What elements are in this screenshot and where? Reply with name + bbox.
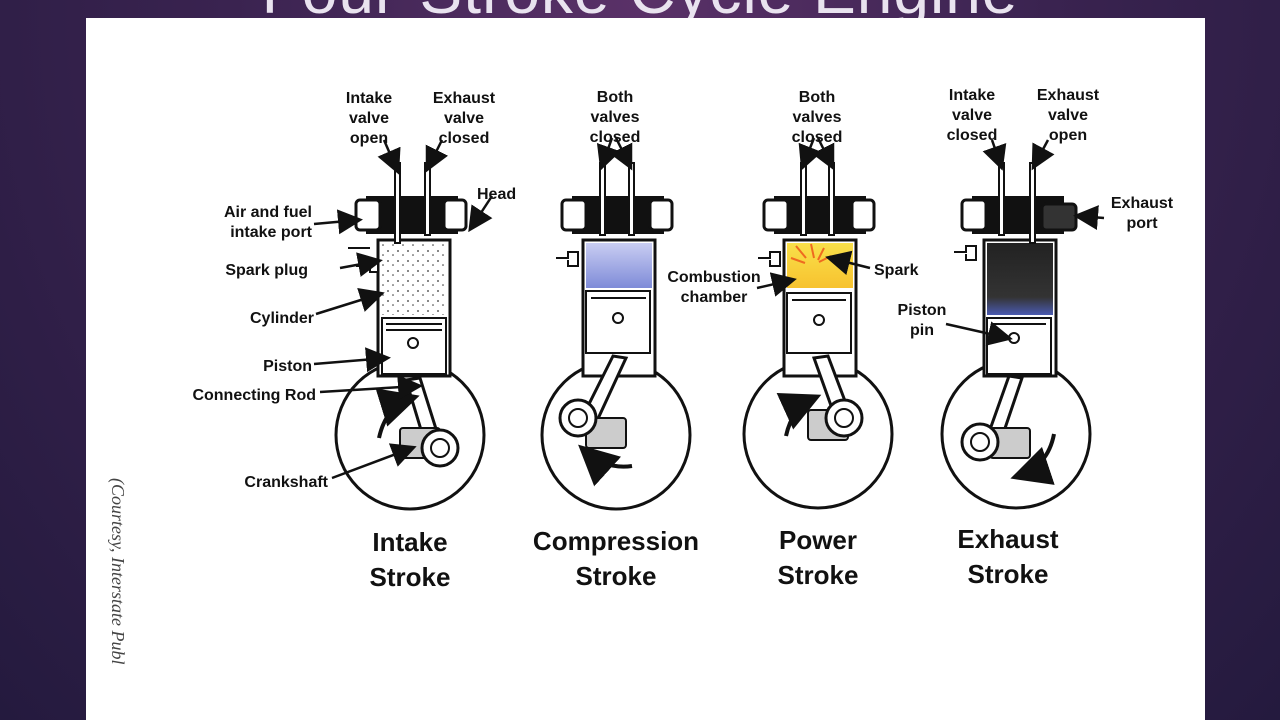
label-connecting-rod: Connecting Rod [192, 387, 316, 404]
stroke-title-exhaust-2: Stroke [968, 559, 1049, 589]
label-exhaust-valve-open-2: valve [1048, 107, 1088, 124]
label-spark-plug: Spark plug [225, 262, 308, 279]
label-piston: Piston [263, 358, 312, 375]
label-both-valves-closed-1b: valves [591, 109, 640, 126]
label-both-valves-closed-2b: valves [793, 109, 842, 126]
label-both-valves-closed-2: Both [799, 89, 835, 106]
stroke-title-power: Power [779, 525, 857, 555]
label-piston-pin: Piston [898, 302, 947, 319]
label-both-valves-closed-1: Both [597, 89, 633, 106]
label-head: Head [477, 186, 516, 203]
exhaust-engine [940, 162, 1092, 510]
compression-engine [540, 162, 692, 511]
diagram-labels: Intake valve open Exhaust valve closed H… [192, 87, 1173, 491]
leader-arrows [313, 137, 1105, 480]
credit-text: (Courtesy, Interstate Publ [107, 478, 128, 664]
label-air-fuel-port-2: intake port [230, 224, 312, 241]
label-exhaust-port: Exhaust [1111, 195, 1174, 212]
diagram-panel: Intake valve open Exhaust valve closed H… [86, 18, 1205, 720]
label-intake-valve-open-3: open [350, 130, 388, 147]
stroke-titles: Intake Stroke Compression Stroke Power S… [370, 524, 1059, 592]
stroke-title-compression: Compression [533, 526, 699, 556]
stroke-title-power-2: Stroke [778, 560, 859, 590]
label-exhaust-valve-closed-2: valve [444, 110, 484, 127]
label-both-valves-closed-1c: closed [590, 129, 641, 146]
label-intake-valve-closed: Intake [949, 87, 995, 104]
stroke-title-intake-2: Stroke [370, 562, 451, 592]
stroke-title-exhaust: Exhaust [957, 524, 1058, 554]
label-intake-valve-open-2: valve [349, 110, 389, 127]
power-engine [742, 162, 894, 510]
label-intake-valve-open: Intake [346, 90, 392, 107]
label-intake-valve-closed-3: closed [947, 127, 998, 144]
label-exhaust-valve-open: Exhaust [1037, 87, 1100, 104]
label-exhaust-port-2: port [1126, 215, 1158, 232]
label-intake-valve-closed-2: valve [952, 107, 992, 124]
label-cylinder: Cylinder [250, 310, 314, 327]
stroke-title-compression-2: Stroke [576, 561, 657, 591]
stroke-title-intake: Intake [372, 527, 447, 557]
label-piston-pin-2: pin [910, 322, 934, 339]
label-combustion-chamber: Combustion [667, 269, 760, 286]
label-exhaust-valve-closed-3: closed [439, 130, 490, 147]
label-spark: Spark [874, 262, 919, 279]
label-exhaust-valve-open-3: open [1049, 127, 1087, 144]
intake-engine [334, 162, 486, 511]
label-exhaust-valve-closed: Exhaust [433, 90, 496, 107]
label-air-fuel-port: Air and fuel [224, 204, 312, 221]
label-crankshaft: Crankshaft [244, 474, 328, 491]
four-stroke-diagram: Intake valve open Exhaust valve closed H… [107, 87, 1174, 664]
label-both-valves-closed-2c: closed [792, 129, 843, 146]
label-combustion-chamber-2: chamber [681, 289, 748, 306]
